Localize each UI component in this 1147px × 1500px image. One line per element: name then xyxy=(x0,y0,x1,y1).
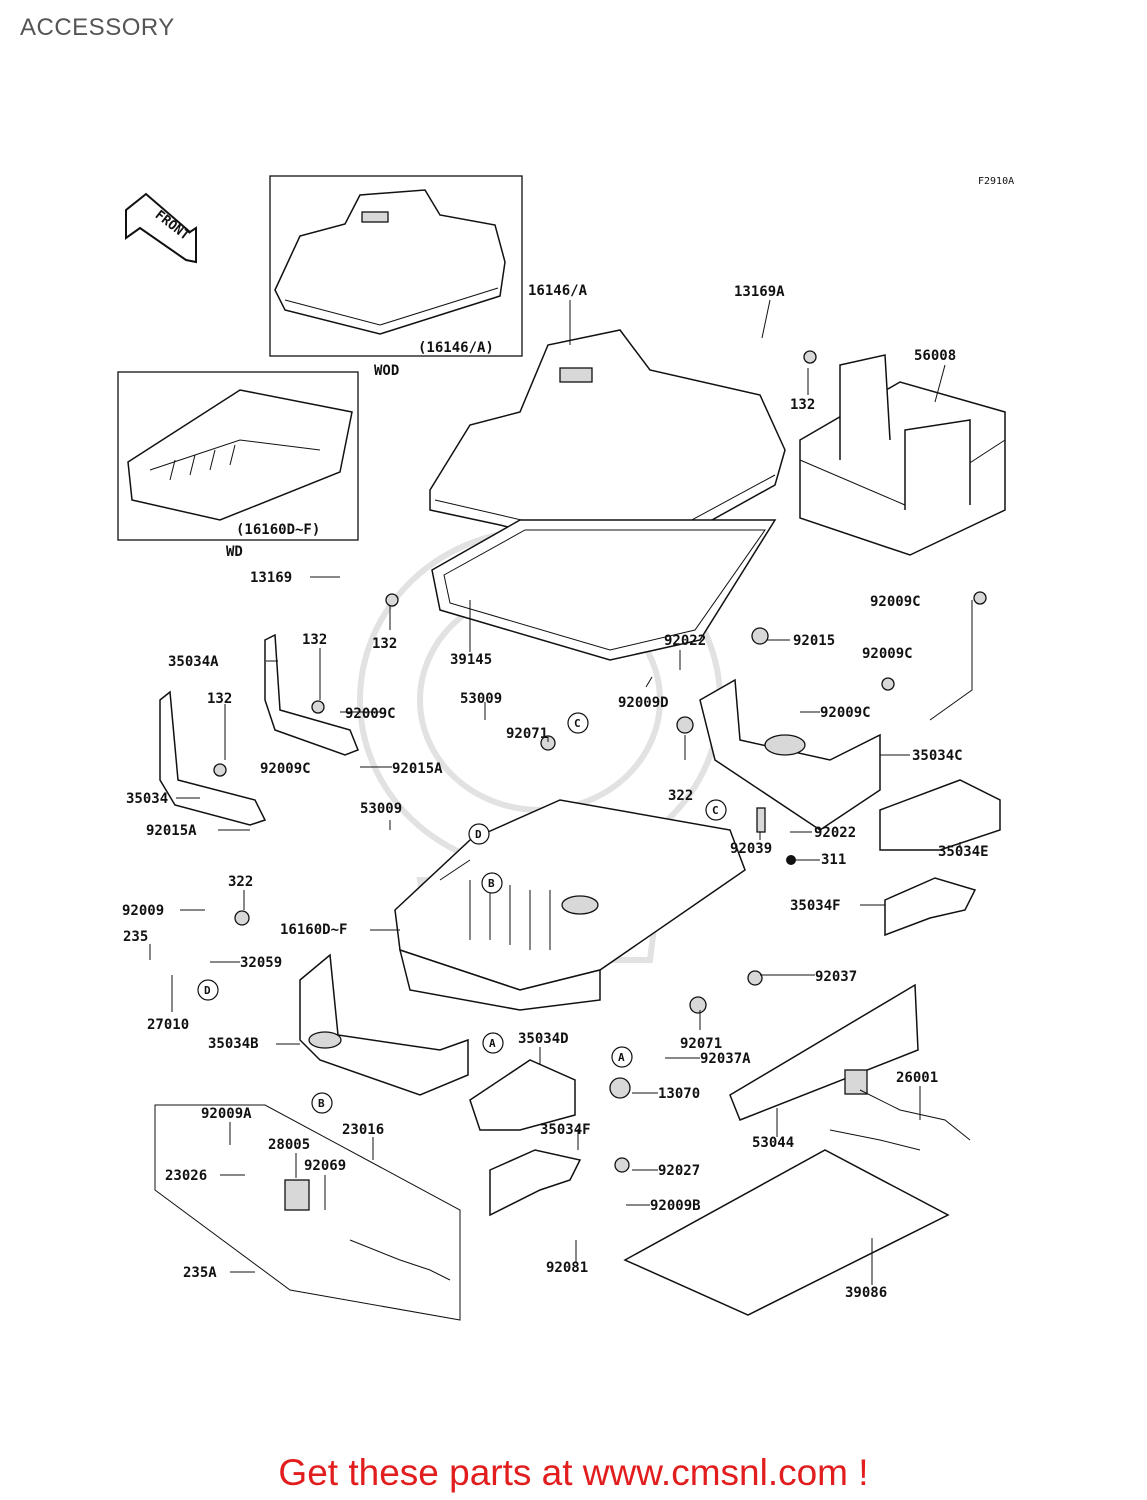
label-35034d: 35034D xyxy=(518,1031,569,1047)
label-13169a: 13169A xyxy=(734,284,785,300)
label-56008: 56008 xyxy=(914,348,956,364)
label-53009-a: 53009 xyxy=(460,691,502,707)
label-16160d-f: 16160D~F xyxy=(280,922,347,938)
label-92009d: 92009D xyxy=(618,695,669,711)
label-39145: 39145 xyxy=(450,652,492,668)
label-23016: 23016 xyxy=(342,1122,384,1138)
mat-39086-part xyxy=(623,1149,950,1316)
part-labels: 16146/A 13169A 56008 132 13169 132 39145… xyxy=(122,283,989,1301)
seal-part xyxy=(431,519,777,661)
svg-text:D: D xyxy=(475,828,482,841)
label-92022-b: 92022 xyxy=(814,825,856,841)
label-92022-a: 92022 xyxy=(664,633,706,649)
label-92009c-1: 92009C xyxy=(870,594,921,610)
bar-53044-part xyxy=(729,983,919,1121)
label-132-c: 132 xyxy=(302,632,327,648)
label-132-mid: 132 xyxy=(372,636,397,652)
label-92071-a: 92071 xyxy=(506,726,548,742)
cmsnl-link[interactable]: Get these parts at www.cmsnl.com ! xyxy=(278,1452,869,1493)
label-235a: 235A xyxy=(183,1265,217,1281)
label-92015a-b: 92015A xyxy=(146,823,197,839)
label-35034b: 35034B xyxy=(208,1036,259,1052)
label-92015a-a: 92015A xyxy=(392,761,443,777)
label-28005: 28005 xyxy=(268,1137,310,1153)
label-235: 235 xyxy=(123,929,148,945)
top-box-part xyxy=(799,354,1006,556)
inset-wod-caption: WOD xyxy=(374,363,399,379)
label-92009a: 92009A xyxy=(201,1106,252,1122)
bracket-35034e-part xyxy=(879,779,1001,851)
label-39086: 39086 xyxy=(845,1285,887,1301)
label-92027: 92027 xyxy=(658,1163,700,1179)
label-311: 311 xyxy=(821,852,846,868)
bracket-35034-part xyxy=(159,690,267,826)
lock-inset xyxy=(154,1104,461,1321)
bracket-35034f-lower-part xyxy=(489,1149,582,1217)
inset-wd-label: (16160D~F) xyxy=(236,522,320,538)
bracket-35034b-part xyxy=(299,953,469,1096)
harness-26001-part xyxy=(829,1069,971,1151)
label-92009: 92009 xyxy=(122,903,164,919)
svg-text:B: B xyxy=(488,877,495,890)
inset-wod-label: (16146/A) xyxy=(418,340,494,356)
page-title: ACCESSORY xyxy=(20,14,175,41)
svg-text:A: A xyxy=(618,1051,625,1064)
label-27010: 27010 xyxy=(147,1017,189,1033)
label-53044: 53044 xyxy=(752,1135,794,1151)
svg-text:C: C xyxy=(712,804,719,817)
bracket-35034a-part xyxy=(264,633,359,756)
label-132-d: 132 xyxy=(207,691,232,707)
label-16146a: 16146/A xyxy=(528,283,588,299)
label-92037: 92037 xyxy=(815,969,857,985)
label-23026: 23026 xyxy=(165,1168,207,1184)
label-322-a: 322 xyxy=(668,788,693,804)
label-35034: 35034 xyxy=(126,791,168,807)
parts-diagram: F2910A FRONT (16146/A) WOD (16160D~F) WD xyxy=(117,175,1014,1321)
label-26001: 26001 xyxy=(896,1070,938,1086)
label-92081: 92081 xyxy=(546,1260,588,1276)
label-92009c-4: 92009C xyxy=(820,705,871,721)
label-13070: 13070 xyxy=(658,1086,700,1102)
label-92009b: 92009B xyxy=(650,1198,701,1214)
label-132-top: 132 xyxy=(790,397,815,413)
callout-circles: C D B C D A B A xyxy=(197,712,727,1114)
label-35034f-a: 35034F xyxy=(790,898,841,914)
svg-text:A: A xyxy=(489,1037,496,1050)
label-92009c-5: 92009C xyxy=(260,761,311,777)
label-92009c-3: 92009C xyxy=(345,706,396,722)
bracket-35034d-part xyxy=(469,1059,576,1131)
label-92009c-2: 92009C xyxy=(862,646,913,662)
label-92069: 92069 xyxy=(304,1158,346,1174)
inset-wod: (16146/A) WOD xyxy=(269,175,523,379)
lid-part xyxy=(429,329,786,561)
front-arrow-icon: FRONT xyxy=(125,192,197,264)
label-92015: 92015 xyxy=(793,633,835,649)
label-35034e: 35034E xyxy=(938,844,989,860)
label-322-b: 322 xyxy=(228,874,253,890)
label-53009-b: 53009 xyxy=(360,801,402,817)
leader-lines xyxy=(149,299,973,1285)
label-32059: 32059 xyxy=(240,955,282,971)
svg-text:B: B xyxy=(318,1097,325,1110)
inset-wd: (16160D~F) WD xyxy=(117,371,359,560)
label-92071-b: 92071 xyxy=(680,1036,722,1052)
label-35034a: 35034A xyxy=(168,654,219,670)
figure-code: F2910A xyxy=(978,176,1014,187)
label-92039: 92039 xyxy=(730,841,772,857)
label-35034f-b: 35034F xyxy=(540,1122,591,1138)
label-13169: 13169 xyxy=(250,570,292,586)
svg-text:C: C xyxy=(574,717,581,730)
inset-wd-caption: WD xyxy=(226,544,243,560)
small-hardware xyxy=(213,350,987,1173)
label-35034c: 35034C xyxy=(912,748,963,764)
label-92037a: 92037A xyxy=(700,1051,751,1067)
case-part xyxy=(394,799,746,1011)
bracket-35034f-upper-part xyxy=(884,877,977,937)
svg-text:D: D xyxy=(204,984,211,997)
